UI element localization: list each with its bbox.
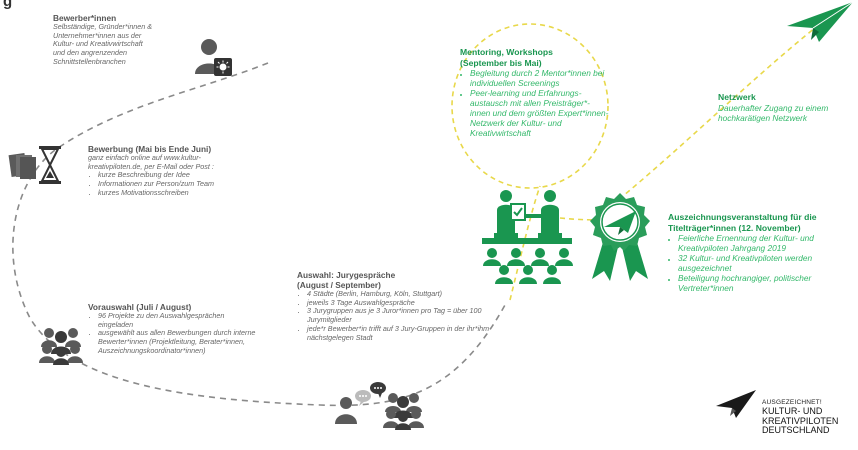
gray-process-path <box>12 62 506 407</box>
jury-meeting-icon <box>478 186 576 291</box>
stage-heading: Bewerber*innen <box>53 13 117 23</box>
stage-list: Feierliche Ernennung der Kultur- und Kre… <box>668 233 858 293</box>
yellow-path-to-sky <box>611 11 836 206</box>
brand-line-1: AUSGEZEICHNET! <box>762 399 822 406</box>
stage-heading: Auswahl: Jurygespräche <box>297 270 396 280</box>
stage-vorauswahl: Vorauswahl (Juli / August) 96 Projekte z… <box>88 302 258 356</box>
stage-auswahl: Auswahl: Jurygespräche (August / Septemb… <box>297 270 492 342</box>
rosette-paperplane-icon <box>584 191 656 288</box>
stage-list: 4 Städte (Berlin, Hamburg, Köln, Stuttga… <box>297 289 492 342</box>
people-speech-icon <box>333 378 428 435</box>
stage-heading: Bewerbung (Mai bis Ende Juni) <box>88 144 212 154</box>
brand-paperplane-icon <box>714 388 758 425</box>
documents-hourglass-icon <box>6 143 62 194</box>
stage-subheading: Titelträger*innen (12. November) <box>668 222 801 233</box>
stage-text: Dauerhafter Zugang zu einem hochkarätige… <box>718 102 829 123</box>
brand-line-4: DEUTSCHLAND <box>762 425 830 435</box>
brand-line-3: KREATIVPILOTEN <box>762 415 839 426</box>
stage-text: ganz einfach online auf www.kultur- krea… <box>88 153 214 171</box>
stage-heading: Vorauswahl (Juli / August) <box>88 302 192 312</box>
stage-list: kurze Beschreibung der Idee Informatione… <box>88 171 278 197</box>
stage-list: 96 Projekte zu den Auswahlgesprächen ein… <box>88 311 258 356</box>
brand-logo-text: AUSGEZEICHNET! KULTUR- UND KREATIVPILOTE… <box>762 398 858 436</box>
stage-text: Selbständige, Gründer*innen & Unternehme… <box>53 22 153 66</box>
paperplane-icon <box>785 0 855 49</box>
stage-heading: Mentoring, Workshops <box>460 47 553 57</box>
people-group-icon <box>37 325 85 370</box>
person-lightbulb-icon <box>192 36 234 85</box>
stage-auszeichnung: Auszeichnungsveranstaltung für die Titel… <box>668 212 858 293</box>
stage-heading: Netzwerk <box>718 92 756 102</box>
stage-list: Begleitung durch 2 Mentor*innen bei indi… <box>460 68 610 138</box>
mentoring-dashed-circle <box>451 23 609 189</box>
stage-bewerbung: Bewerbung (Mai bis Ende Juni) ganz einfa… <box>88 144 278 198</box>
stage-mentoring: Mentoring, Workshops (September bis Mai)… <box>460 47 610 138</box>
stage-heading: Auszeichnungsveranstaltung für die <box>668 212 817 222</box>
title-fragment: g <box>3 0 13 10</box>
stage-subheading: (September bis Mai) <box>460 57 542 68</box>
stage-bewerber: Bewerber*innen Selbständige, Gründer*inn… <box>53 13 228 67</box>
stage-subheading: (August / September) <box>297 280 381 290</box>
stage-netzwerk: Netzwerk Dauerhafter Zugang zu einem hoc… <box>718 92 858 123</box>
brand-line-2: KULTUR- UND <box>762 406 823 416</box>
yellow-path-to-mentoring <box>509 185 541 301</box>
